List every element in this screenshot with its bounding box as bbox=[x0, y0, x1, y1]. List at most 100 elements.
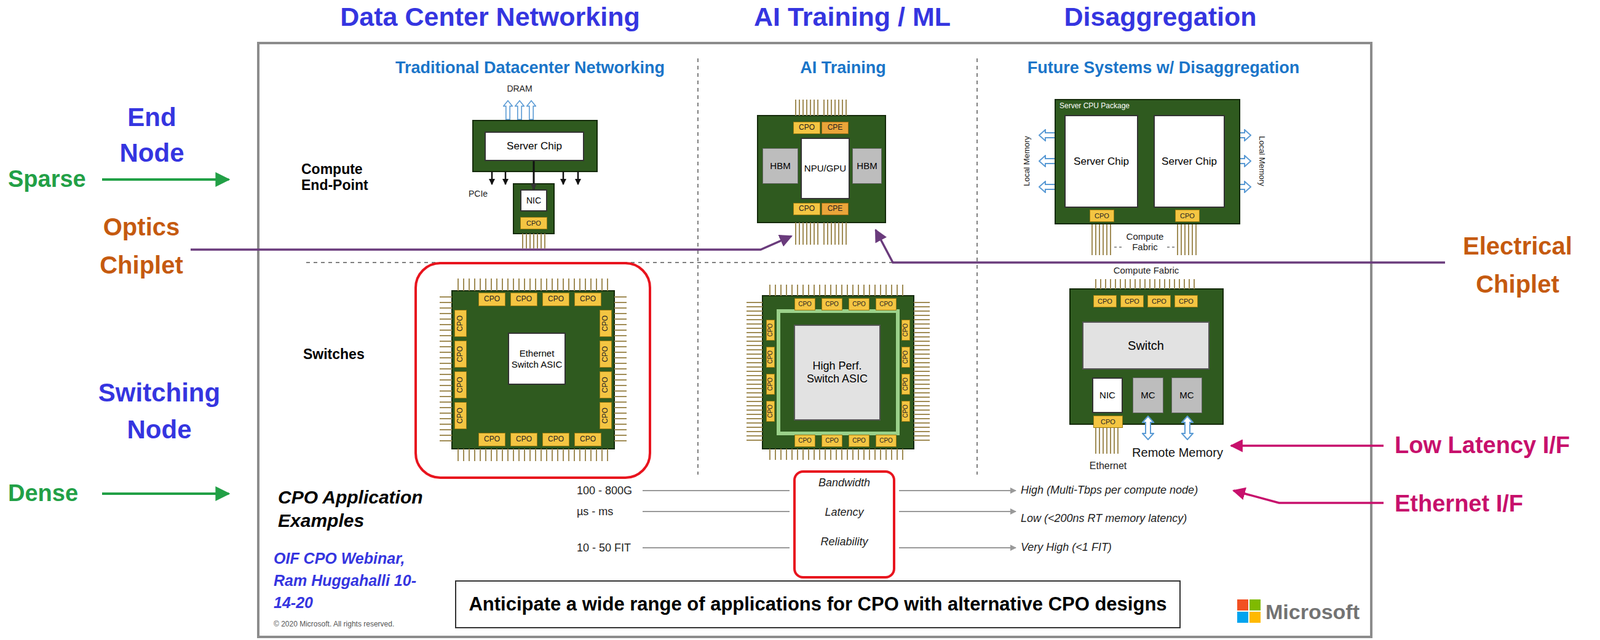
text-label: End Node bbox=[119, 99, 185, 171]
fiber-pin bbox=[746, 306, 763, 308]
fiber-pin bbox=[614, 340, 627, 342]
memory-box: HBM bbox=[852, 148, 882, 184]
fiber-pin bbox=[479, 448, 481, 462]
fiber-pin bbox=[614, 429, 627, 431]
fiber-pin bbox=[834, 222, 836, 245]
fiber-pin bbox=[439, 307, 452, 309]
node-text: CPE bbox=[827, 204, 844, 214]
fiber-pin bbox=[891, 448, 893, 460]
cpo-chiplet: CPO bbox=[574, 432, 602, 447]
cpo-chiplet: CPO bbox=[766, 319, 775, 341]
fiber-pin bbox=[802, 284, 804, 296]
fiber-pin bbox=[746, 353, 763, 355]
cpo-chiplet: CPO bbox=[478, 292, 506, 307]
fiber-pin bbox=[614, 407, 627, 409]
node-text: CPO bbox=[902, 350, 910, 365]
node-text: MC bbox=[1140, 389, 1155, 401]
fiber-pin bbox=[501, 448, 503, 462]
fiber-pin bbox=[1104, 279, 1107, 290]
fiber-pin bbox=[546, 278, 548, 291]
fiber-pin bbox=[614, 346, 627, 348]
fiber-pin bbox=[1168, 279, 1171, 290]
cpo-chiplet: CPO bbox=[901, 346, 911, 368]
fiber-pin bbox=[439, 324, 452, 326]
cpo-chiplet: CPO bbox=[794, 434, 816, 448]
fiber-pin bbox=[1100, 279, 1102, 290]
fiber-pin bbox=[913, 396, 930, 398]
fiber-pin bbox=[791, 284, 793, 296]
fiber-pin bbox=[746, 357, 763, 360]
fiber-pin bbox=[490, 278, 492, 291]
fiber-pin bbox=[806, 99, 808, 116]
fiber-pin bbox=[769, 284, 771, 296]
fiber-pin bbox=[830, 448, 832, 460]
text-label: Dense bbox=[7, 480, 79, 508]
fiber-pin bbox=[614, 412, 627, 414]
decoration bbox=[1237, 599, 1249, 611]
node-text: CPO bbox=[798, 123, 815, 133]
fiber-pin bbox=[1144, 279, 1146, 290]
fiber-pin bbox=[595, 448, 598, 462]
cpo-chiplet: CPO bbox=[821, 298, 843, 311]
decoration bbox=[1181, 416, 1193, 440]
package-box: Server CPU PackageServer ChipServer Chip… bbox=[1054, 99, 1241, 225]
fiber-pin bbox=[457, 448, 459, 462]
decoration bbox=[1114, 246, 1125, 248]
decoration bbox=[697, 58, 699, 475]
chip-box: NIC bbox=[1092, 377, 1123, 414]
fiber-pin bbox=[824, 284, 826, 296]
text-label: Local Memory bbox=[1022, 135, 1032, 187]
fiber-pin bbox=[439, 368, 452, 370]
fiber-pin bbox=[913, 388, 930, 390]
fiber-pin bbox=[913, 439, 930, 441]
text-label: PCIe bbox=[468, 188, 488, 199]
fiber-pin bbox=[809, 99, 812, 116]
fiber-pin bbox=[1102, 224, 1104, 256]
fiber-pin bbox=[746, 310, 763, 312]
decoration bbox=[642, 510, 790, 513]
fiber-pin bbox=[614, 312, 627, 315]
fiber-pin bbox=[913, 306, 930, 308]
fiber-pin bbox=[573, 278, 575, 291]
fiber-pin bbox=[490, 448, 492, 462]
switch-package bbox=[762, 295, 914, 449]
cpo-chiplet: CPO bbox=[1147, 295, 1171, 308]
node-text: CPO bbox=[825, 300, 839, 309]
node-text: CPO bbox=[547, 435, 564, 444]
fiber-pin bbox=[1139, 279, 1141, 290]
fiber-pin bbox=[746, 344, 763, 347]
cpo-chiplet: CPO bbox=[1120, 295, 1144, 308]
fiber-pin bbox=[1113, 427, 1115, 454]
decoration bbox=[899, 490, 1016, 492]
fiber-pin bbox=[913, 375, 930, 377]
fiber-pin bbox=[439, 362, 452, 365]
cpo-chiplet: CPO bbox=[848, 298, 870, 311]
node-text: Bandwidth bbox=[818, 476, 871, 490]
fiber-pin bbox=[439, 396, 452, 398]
fiber-pin bbox=[614, 390, 627, 392]
decoration bbox=[1142, 416, 1154, 440]
fiber-pin bbox=[813, 99, 815, 116]
fiber-pin bbox=[439, 429, 452, 431]
fiber-pin bbox=[439, 346, 452, 348]
caption-text: Anticipate a wide range of applications … bbox=[468, 593, 1167, 616]
text-label: Ethernet bbox=[1089, 460, 1127, 472]
fiber-pin bbox=[439, 384, 452, 387]
node-text: NIC bbox=[1099, 389, 1116, 401]
fiber-pin bbox=[1193, 279, 1195, 290]
node-text: Server CPU Package bbox=[1055, 100, 1240, 113]
fiber-pin bbox=[806, 222, 808, 245]
cpe-chiplet: CPE bbox=[821, 121, 849, 135]
cpo-chiplet: CPO bbox=[510, 292, 538, 307]
fiber-pin bbox=[780, 284, 782, 296]
fiber-pin bbox=[601, 278, 603, 291]
switch-package bbox=[1069, 289, 1224, 425]
fiber-pin bbox=[746, 375, 763, 377]
fiber-pin bbox=[439, 340, 452, 342]
cpo-chiplet: CPO bbox=[901, 400, 911, 422]
chip-package bbox=[513, 183, 555, 234]
node-text: CPO bbox=[1094, 212, 1110, 221]
fiber-pin bbox=[614, 335, 627, 337]
fiber-pin bbox=[606, 278, 609, 291]
text-label: CPO Application Examples bbox=[277, 485, 438, 533]
